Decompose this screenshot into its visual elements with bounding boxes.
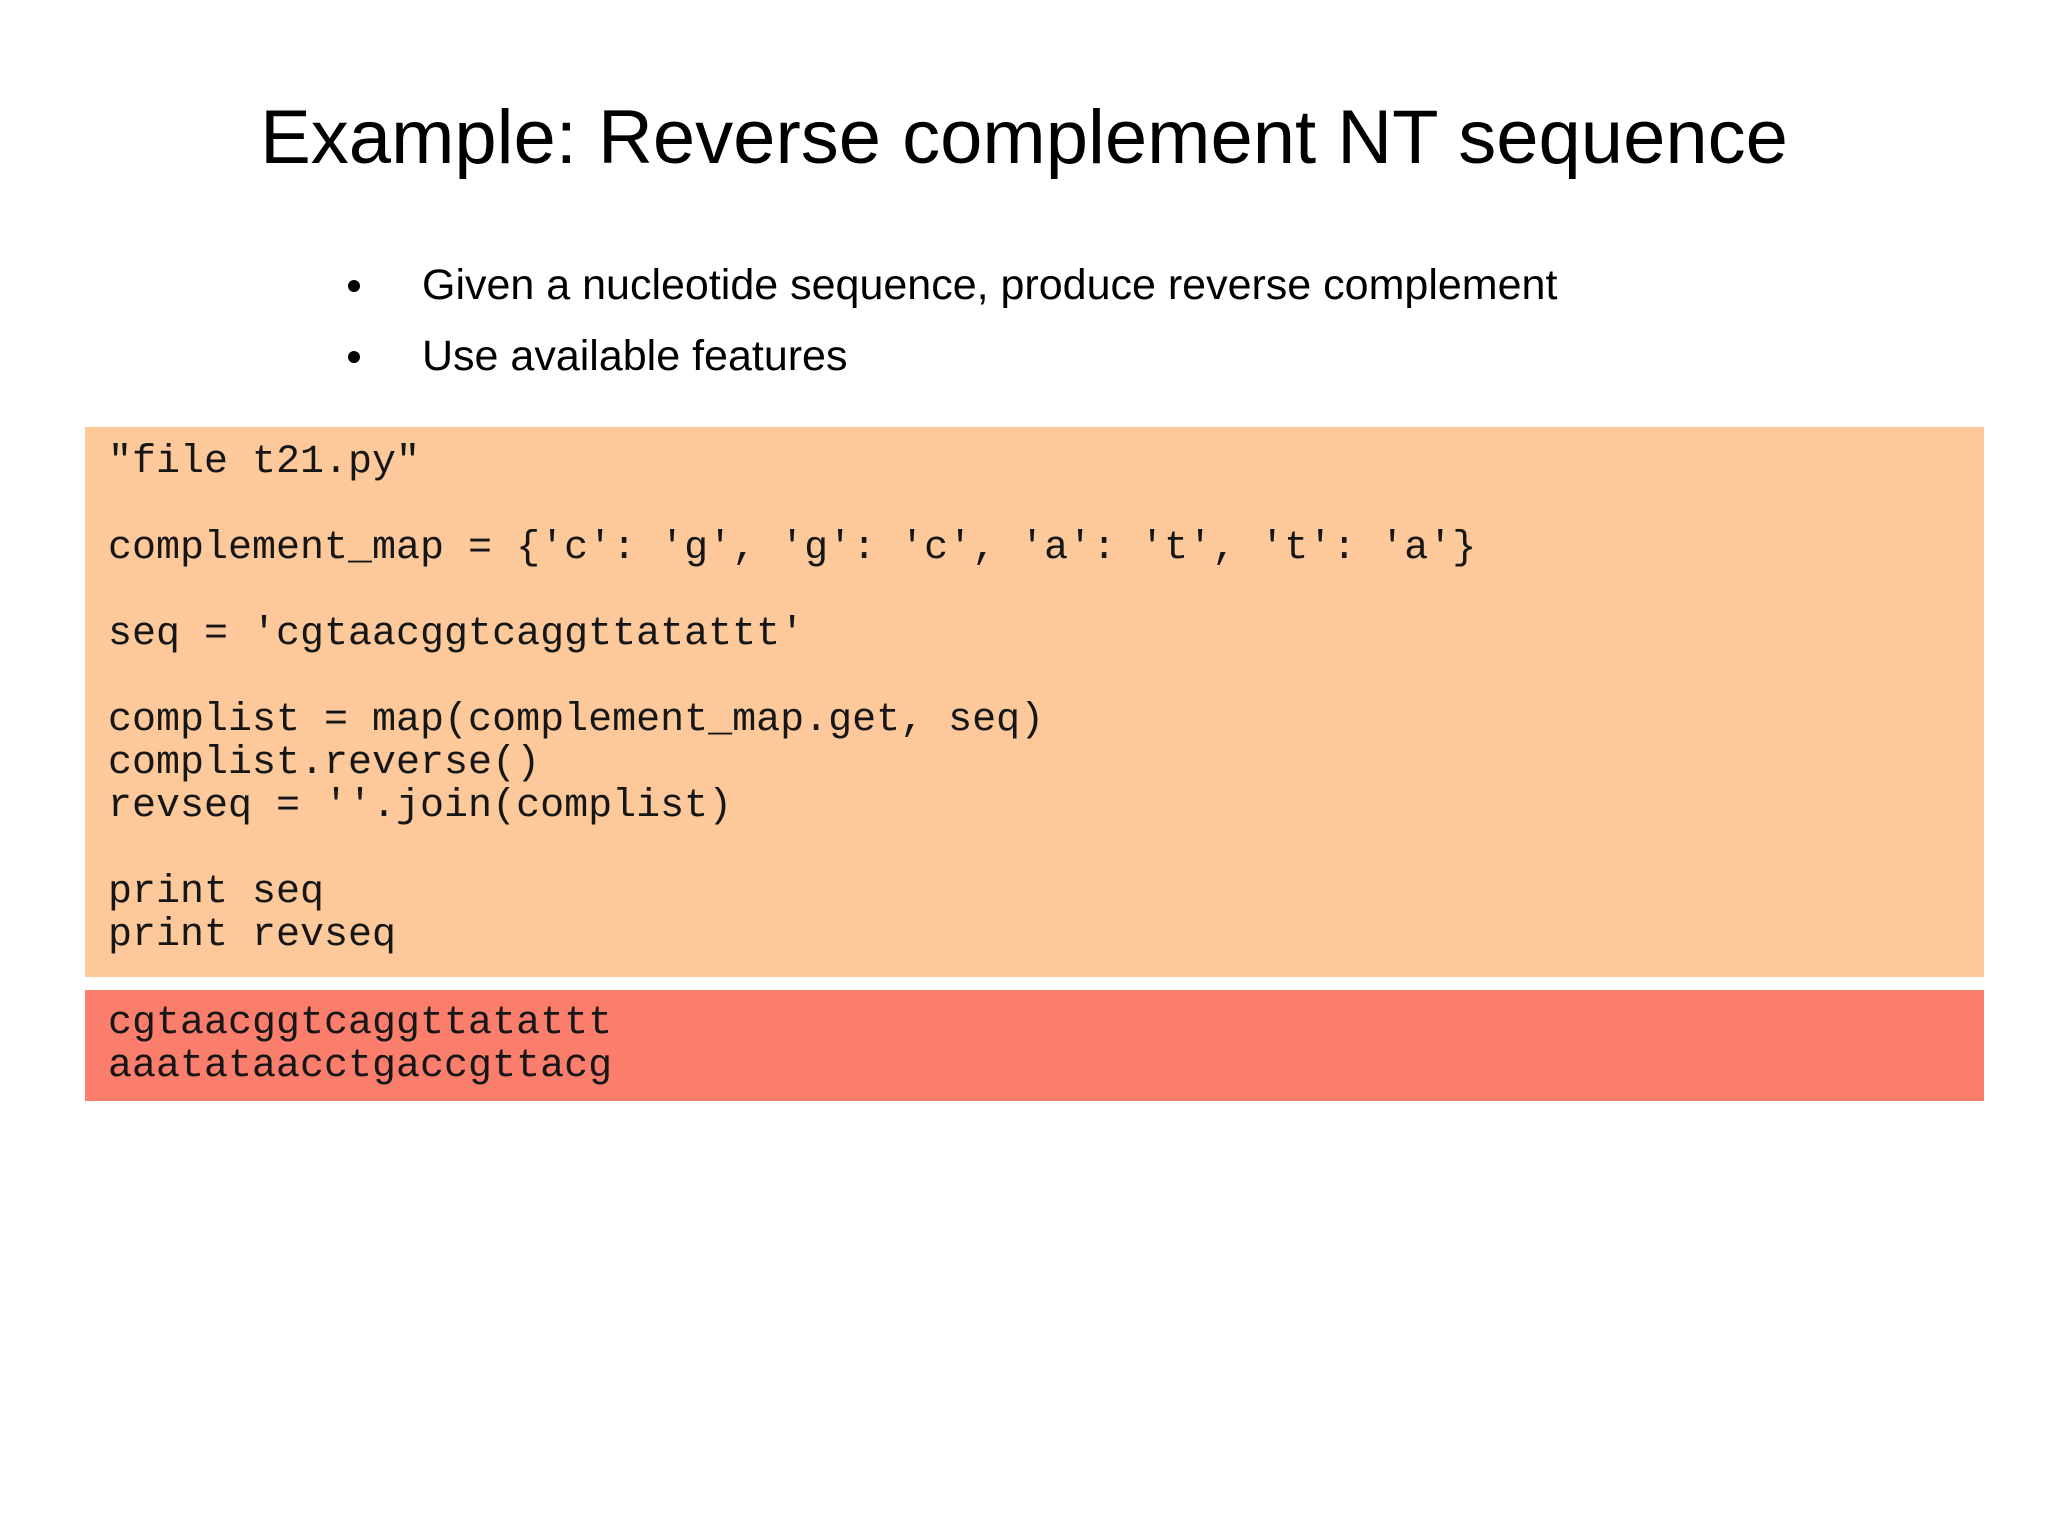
bullet-dot-icon [348, 351, 360, 363]
bullet-item: Given a nucleotide sequence, produce rev… [348, 263, 1557, 307]
bullet-text: Given a nucleotide sequence, produce rev… [422, 261, 1558, 309]
program-output-block: cgtaacggtcaggttatattt aaatataacctgaccgtt… [85, 990, 1984, 1101]
bullet-list: Given a nucleotide sequence, produce rev… [348, 263, 1557, 405]
python-code-block: "file t21.py" complement_map = {'c': 'g'… [85, 427, 1984, 977]
bullet-text: Use available features [422, 332, 848, 380]
bullet-dot-icon [348, 280, 360, 292]
bullet-item: Use available features [348, 334, 1557, 378]
slide-title: Example: Reverse complement NT sequence [260, 95, 1788, 180]
